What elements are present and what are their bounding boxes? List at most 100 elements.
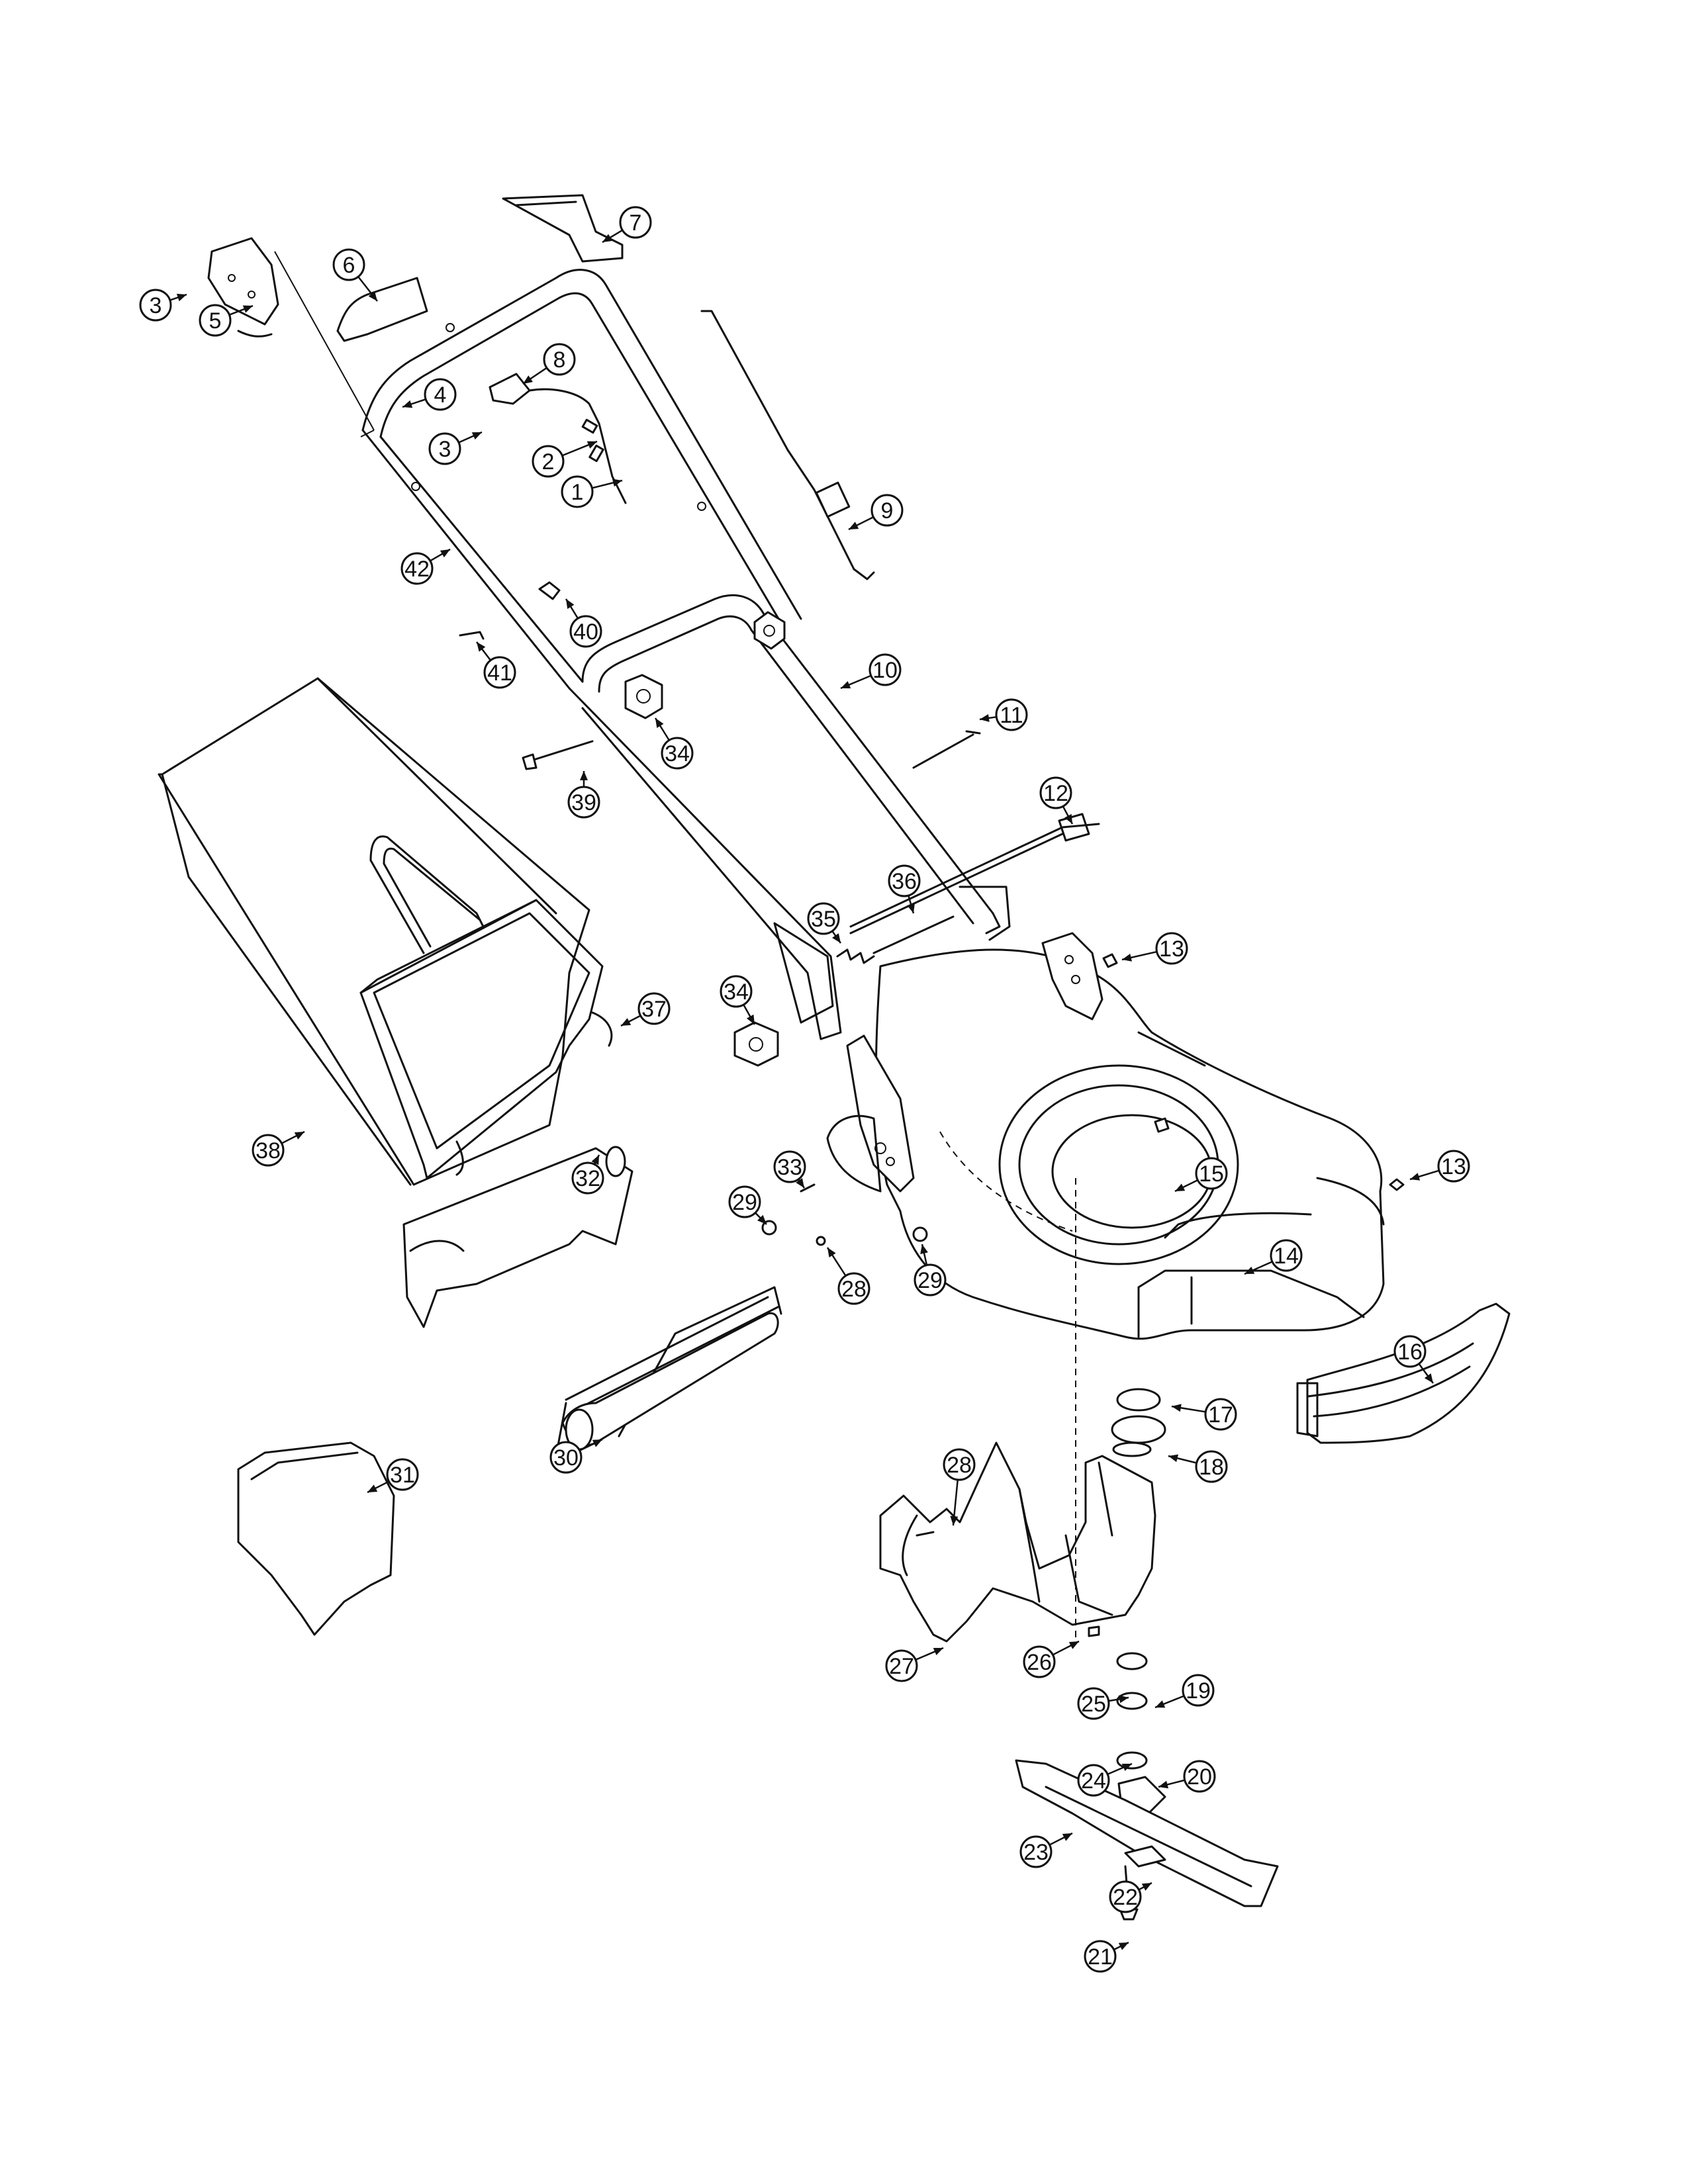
callout-circle <box>1437 1150 1470 1183</box>
arrowhead <box>368 291 377 301</box>
arrowhead <box>580 771 588 780</box>
callout-number: 28 <box>841 1277 867 1302</box>
callout-number: 6 <box>343 253 355 278</box>
grass-bag <box>158 677 613 1186</box>
callout-circle <box>720 975 753 1008</box>
arrowhead <box>440 549 450 558</box>
arrowhead <box>612 478 622 487</box>
callout-29: 29 <box>728 1185 767 1225</box>
wing-knob-small <box>459 631 485 640</box>
callout-number: 20 <box>1187 1764 1212 1790</box>
callout-28: 28 <box>943 1448 976 1526</box>
callout-31: 31 <box>367 1458 419 1494</box>
arrowhead <box>242 305 253 313</box>
callout-circle <box>199 304 232 337</box>
callout-5: 5 <box>199 304 254 337</box>
callout-number: 10 <box>872 658 898 683</box>
callout-circle <box>332 248 365 281</box>
callout-circle <box>569 615 602 648</box>
callout-circle <box>773 1150 806 1183</box>
spring-35 <box>836 948 875 964</box>
callout-circle <box>532 445 565 478</box>
callout-17: 17 <box>1171 1398 1237 1431</box>
arrowhead <box>1175 1183 1186 1191</box>
callout-number: 13 <box>1159 936 1184 962</box>
callout-circle <box>728 1185 761 1218</box>
arrowhead <box>1119 1695 1129 1704</box>
arrowhead <box>1121 1764 1132 1772</box>
rear-discharge-flap <box>561 1312 779 1451</box>
rear-rod-assembly <box>849 813 1100 934</box>
arrowhead <box>1122 954 1132 962</box>
arrowhead <box>1158 1780 1169 1789</box>
callout-circle <box>837 1272 870 1305</box>
callout-26: 26 <box>1023 1640 1080 1678</box>
callout-number: 34 <box>665 741 690 766</box>
callout-number: 17 <box>1208 1402 1233 1428</box>
callout-circle <box>1019 1835 1053 1868</box>
control-box <box>207 237 279 338</box>
callout-number: 15 <box>1199 1161 1224 1187</box>
handle-grip-bar <box>336 277 428 342</box>
callout-circle <box>1182 1674 1215 1707</box>
callout-number: 12 <box>1043 781 1068 806</box>
callout-40: 40 <box>565 598 602 648</box>
callout-circle <box>888 864 921 897</box>
callout-number: 28 <box>947 1453 972 1478</box>
callout-circle <box>995 698 1028 731</box>
callout-circle <box>400 552 434 585</box>
callout-number: 11 <box>1000 703 1023 728</box>
callout-circle <box>139 289 172 322</box>
arrowhead <box>566 599 575 610</box>
callout-number: 34 <box>724 979 749 1005</box>
callout-7: 7 <box>602 206 652 244</box>
callout-circle <box>1155 932 1188 965</box>
mower-deck <box>874 948 1385 1340</box>
callout-circle <box>868 653 902 686</box>
callout-number: 32 <box>575 1166 600 1191</box>
callout-27: 27 <box>885 1647 944 1682</box>
callout-14: 14 <box>1244 1239 1303 1275</box>
callout-32: 32 <box>571 1154 604 1195</box>
callout-circle <box>1393 1335 1427 1368</box>
arrowhead <box>621 1018 632 1026</box>
callout-circle <box>637 992 671 1025</box>
callout-3: 3 <box>428 431 483 465</box>
arrowhead <box>1424 1373 1433 1383</box>
callout-number: 29 <box>732 1190 757 1215</box>
callout-number: 38 <box>256 1138 281 1163</box>
callout-circle <box>661 737 694 770</box>
callout-number: 35 <box>811 907 836 932</box>
callout-circle <box>1084 1940 1117 1973</box>
callout-circle <box>1270 1239 1303 1272</box>
callout-33: 33 <box>773 1150 806 1189</box>
callout-number: 3 <box>150 293 162 318</box>
callout-28: 28 <box>826 1247 870 1305</box>
callout-39: 39 <box>567 771 600 819</box>
callout-number: 4 <box>434 383 447 408</box>
callout-circle <box>386 1458 419 1491</box>
callout-circle <box>1195 1450 1228 1483</box>
callout-2: 2 <box>532 440 598 478</box>
callout-circle <box>807 902 840 935</box>
callout-20: 20 <box>1158 1760 1216 1793</box>
arrowhead <box>1141 1883 1152 1891</box>
arrowhead <box>746 1014 755 1024</box>
callout-24: 24 <box>1077 1762 1133 1797</box>
callout-29: 29 <box>914 1244 947 1297</box>
callout-36: 36 <box>888 864 921 914</box>
callout-number: 1 <box>571 480 584 505</box>
callout-circle <box>914 1263 947 1297</box>
arrowhead <box>841 681 851 689</box>
callout-number: 22 <box>1113 1885 1138 1910</box>
callout-circle <box>1195 1157 1228 1190</box>
callout-number: 37 <box>641 997 667 1022</box>
arrowhead <box>980 714 990 722</box>
callout-18: 18 <box>1168 1450 1228 1483</box>
callout-22: 22 <box>1109 1880 1152 1913</box>
callout-number: 27 <box>889 1654 914 1679</box>
callout-38: 38 <box>252 1130 305 1167</box>
callout-circle <box>543 343 576 376</box>
arrowhead <box>1068 1641 1079 1649</box>
